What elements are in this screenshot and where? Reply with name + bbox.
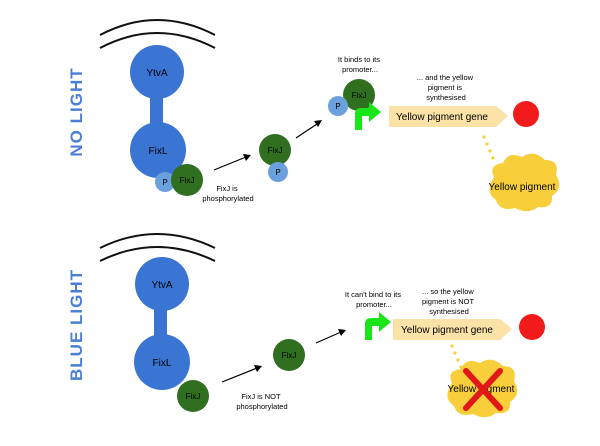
membrane-blue-light (99, 233, 216, 262)
caption-not-synthesised: ... so the yellow pigment is NOT synthes… (422, 287, 476, 316)
caption-cant-bind: It can't bind to its promoter... (345, 290, 403, 309)
svg-text:FixJ: FixJ (268, 146, 283, 155)
svg-text:FixJ: FixJ (352, 91, 367, 100)
caption-binds-promoter: It binds to its promoter... (338, 55, 382, 74)
caption-phosphorylated: FixJ is phosphorylated (202, 184, 253, 203)
svg-text:FixJ: FixJ (186, 392, 201, 401)
yellow-pigment-gene-no-light: Yellow pigment gene (389, 106, 508, 127)
ytva-blue-light: YtvA (135, 257, 189, 311)
svg-text:Yellow pigment gene: Yellow pigment gene (401, 325, 493, 336)
yellow-pigment-cloud-no-light: Yellow pigment (489, 153, 560, 212)
phosphate-free-no-light: P (268, 162, 288, 182)
side-label-blue-light: BLUE LIGHT (67, 269, 86, 381)
fixl-no-light: FixL (130, 122, 186, 178)
svg-text:Yellow pigment: Yellow pigment (489, 182, 556, 193)
promoter-arrow-icon-blue-light (365, 312, 391, 340)
svg-text:YtvA: YtvA (146, 68, 167, 79)
arrow-to-promoter-no-light (295, 120, 322, 139)
membrane-no-light (99, 19, 216, 49)
caption-synthesised: ... and the yellow pigment is synthesise… (417, 73, 475, 102)
phosphate-bound-no-light: P (155, 172, 175, 192)
svg-text:FixL: FixL (153, 358, 172, 369)
svg-text:P: P (335, 102, 340, 111)
cross-icon (463, 368, 503, 411)
arrow-no-phosphorylation (221, 365, 262, 383)
phosphate-promoter-no-light: P (328, 96, 348, 116)
fixj-bound-blue-light: FixJ (177, 380, 209, 412)
fixl-blue-light: FixL (134, 334, 190, 390)
svg-text:FixJ: FixJ (180, 176, 195, 185)
caption-not-phosphorylated: FixJ is NOT phosphorylated (236, 392, 287, 411)
arrow-phosphorylation-no-light (213, 154, 251, 171)
side-label-no-light: NO LIGHT (67, 67, 86, 156)
product-dot-blue-light (519, 314, 545, 340)
panel-blue-light: BLUE LIGHT YtvA FixL FixJ FixJ is NOT ph… (67, 233, 545, 418)
product-dot-no-light (513, 101, 539, 127)
fixj-promoter-no-light: FixJ (343, 79, 375, 111)
promoter-arrow-icon-no-light (355, 102, 381, 130)
svg-text:P: P (162, 178, 167, 187)
yellow-pigment-gene-blue-light: Yellow pigment gene (393, 319, 512, 340)
ytva-no-light: YtvA (130, 45, 184, 99)
dotted-trail-blue-light (450, 344, 463, 369)
svg-text:FixL: FixL (149, 146, 168, 157)
fixj-free-blue-light: FixJ (273, 339, 305, 371)
dotted-trail-no-light (482, 135, 495, 160)
fixj-free-no-light: FixJ (259, 134, 291, 166)
fixj-bound-no-light: FixJ (171, 164, 203, 196)
arrow-to-promoter-blue-light (315, 329, 346, 344)
svg-text:Yellow pigment gene: Yellow pigment gene (396, 112, 488, 123)
svg-text:YtvA: YtvA (151, 280, 172, 291)
panel-no-light: NO LIGHT YtvA FixL P FixJ (67, 19, 560, 212)
svg-text:FixJ: FixJ (282, 351, 297, 360)
svg-text:P: P (275, 168, 280, 177)
